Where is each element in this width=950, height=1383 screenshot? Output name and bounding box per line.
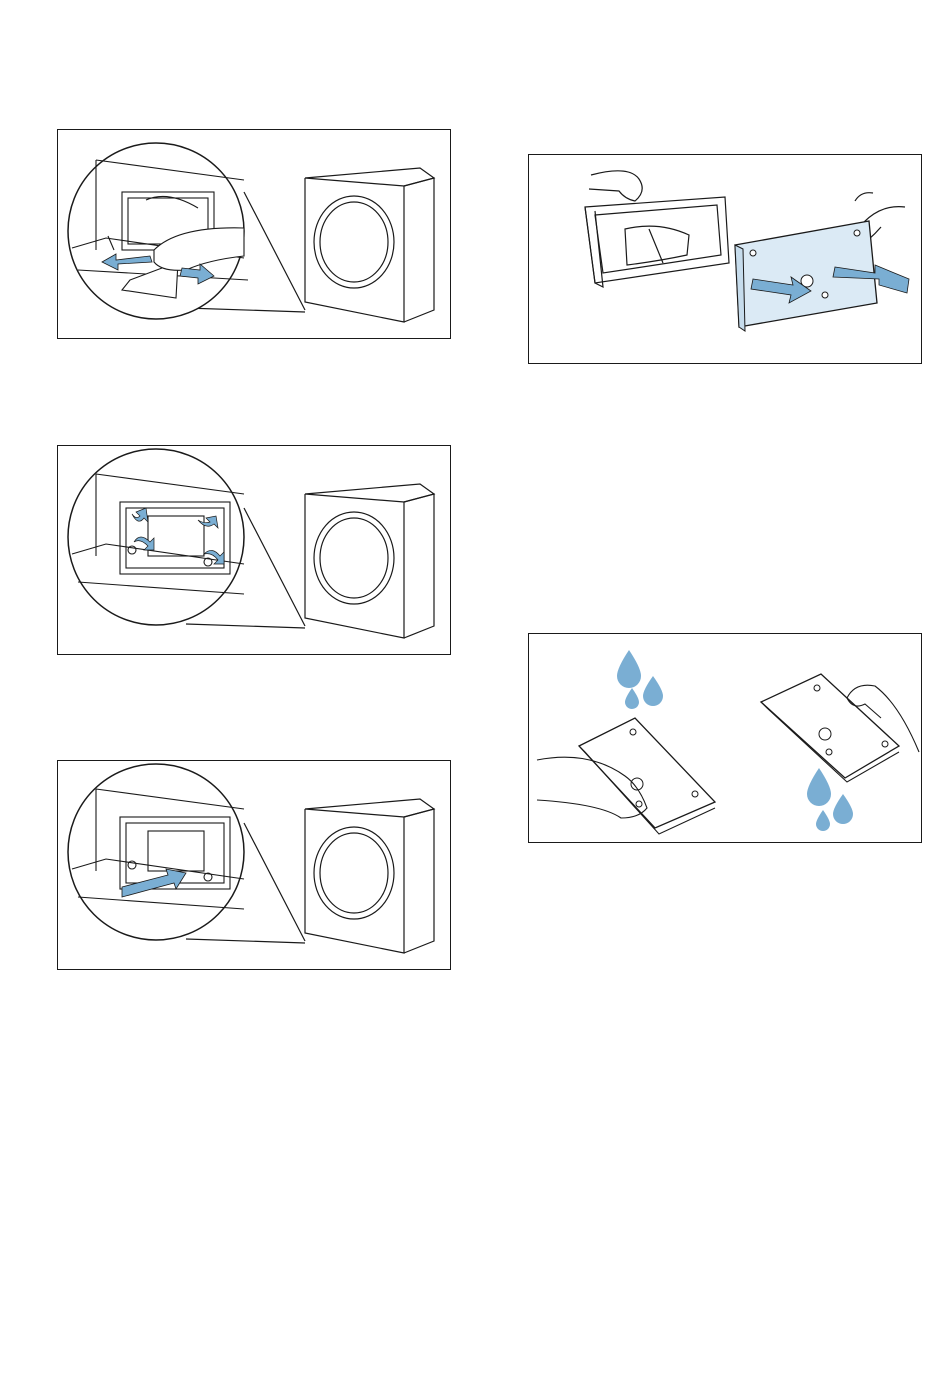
illustration-pull-out-condenser (57, 760, 451, 970)
condenser-seal-separation-icon (529, 155, 922, 364)
illustration-rinse-condenser (528, 633, 922, 843)
condenser-pull-out-icon (58, 761, 451, 970)
condenser-lever-unlock-icon (58, 446, 451, 655)
illustration-remove-flap (57, 129, 451, 339)
dryer-flap-removal-icon (58, 130, 451, 339)
condenser-rinse-icon (529, 634, 922, 843)
illustration-separate-seal (528, 154, 922, 364)
illustration-unlock-levers (57, 445, 451, 655)
